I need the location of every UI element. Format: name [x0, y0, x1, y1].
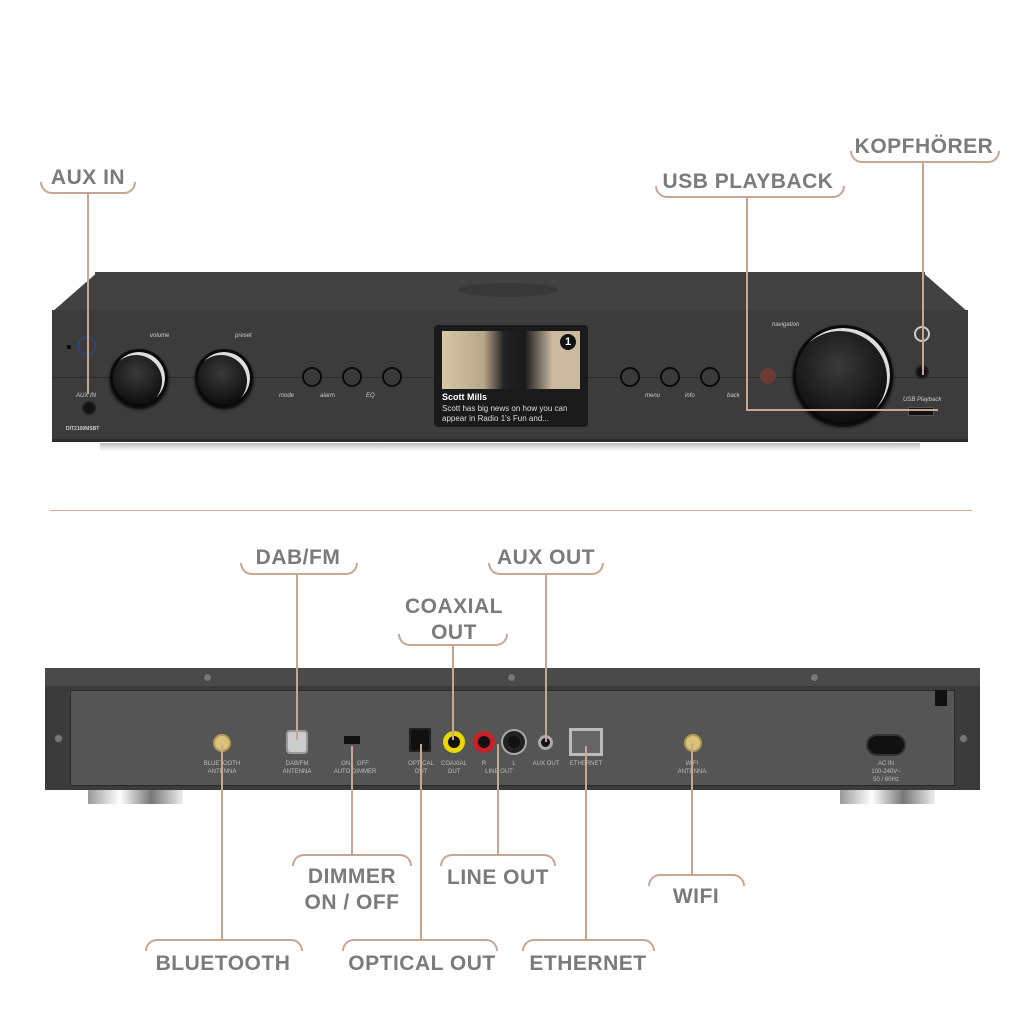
leader-line [545, 575, 547, 742]
wifi-antenna-connector[interactable] [684, 734, 702, 752]
display-title: Scott Mills [442, 392, 488, 402]
line-out-r-port[interactable] [473, 731, 495, 753]
leader-line [922, 163, 924, 375]
callout-overline [522, 939, 655, 951]
screw [507, 673, 516, 682]
leader-line [296, 575, 298, 740]
remote-sensor [760, 368, 776, 384]
preset-label: preset [235, 333, 252, 339]
alarm-label: alarm [320, 393, 336, 399]
usb-playback-label: USB Playback [903, 397, 942, 403]
info-button[interactable] [660, 367, 680, 387]
volume-label: volume [150, 333, 170, 339]
screw [54, 734, 63, 743]
callout-underline [398, 634, 508, 646]
alarm-button[interactable] [342, 367, 362, 387]
screw [810, 673, 819, 682]
leader-line [87, 194, 89, 394]
leader-line [746, 409, 938, 411]
leader-line [746, 198, 748, 411]
leader-line [221, 746, 223, 941]
kensington-slot [935, 690, 947, 706]
leader-line [452, 646, 454, 740]
line-out-l-port[interactable] [503, 731, 525, 753]
usb-port[interactable] [908, 407, 934, 416]
eq-label: EQ [366, 393, 375, 399]
coaxial-out-port[interactable] [443, 731, 465, 753]
display-screen: 1 Scott Mills Scott has big news on how … [434, 325, 588, 427]
line-out-label: LINE OUT [485, 769, 513, 775]
section-divider [50, 510, 972, 511]
navigation-label: navigation [772, 322, 800, 328]
callout-aux-in: AUX IN [50, 166, 126, 189]
callout-usb-playback: USB PLAYBACK [662, 170, 834, 193]
aux-in-label: AUX IN [76, 393, 97, 399]
callout-ethernet: ETHERNET [529, 952, 647, 975]
leader-line [585, 746, 587, 941]
leader-line [351, 746, 353, 856]
menu-button[interactable] [620, 367, 640, 387]
callout-overline [145, 939, 303, 951]
auto-dimmer-switch[interactable] [344, 736, 360, 744]
aux-in-jack[interactable] [82, 401, 96, 415]
aux-out-label: AUX OUT [532, 761, 560, 767]
power-led [67, 345, 71, 349]
logo-emboss [458, 283, 558, 297]
callout-bluetooth: BLUETOOTH [155, 952, 291, 975]
callout-line-out: LINE OUT [447, 866, 549, 889]
leader-line [497, 744, 499, 856]
callout-wifi: WIFI [672, 885, 720, 908]
callout-optical-out: OPTICAL OUT [348, 952, 496, 975]
callout-kopfhoerer: KOPFHÖRER [854, 135, 994, 158]
callout-overline [342, 939, 498, 951]
callout-underline [655, 186, 845, 198]
mode-label: mode [279, 393, 295, 399]
model-number: DIT2100MSBT [66, 426, 100, 432]
volume-knob[interactable] [110, 349, 168, 407]
callout-dab-fm: DAB/FM [255, 546, 341, 569]
menu-label: menu [645, 393, 661, 399]
display-image: 1 [442, 331, 580, 389]
leader-line [420, 744, 422, 941]
station-badge: 1 [560, 334, 576, 350]
callout-underline [40, 182, 136, 194]
callout-aux-out: AUX OUT [497, 546, 595, 569]
callout-underline [488, 563, 604, 575]
ac-power-inlet[interactable] [866, 734, 906, 756]
display-text: Scott has big news on how you can appear… [442, 404, 568, 423]
foot [88, 790, 183, 804]
callout-underline [850, 151, 1000, 163]
preset-knob[interactable] [195, 349, 253, 407]
line-out-r-label: R [481, 761, 487, 767]
navigation-knob[interactable] [793, 325, 893, 425]
back-label: back [727, 393, 740, 399]
eq-button[interactable] [382, 367, 402, 387]
mode-button[interactable] [302, 367, 322, 387]
back-button[interactable] [700, 367, 720, 387]
line-out-l-label: L [512, 761, 516, 767]
callout-underline [240, 563, 358, 575]
foot [840, 790, 935, 804]
info-label: info [685, 393, 695, 399]
leader-line [691, 744, 693, 876]
screw [203, 673, 212, 682]
screw [959, 734, 968, 743]
device-shadow [100, 443, 920, 451]
